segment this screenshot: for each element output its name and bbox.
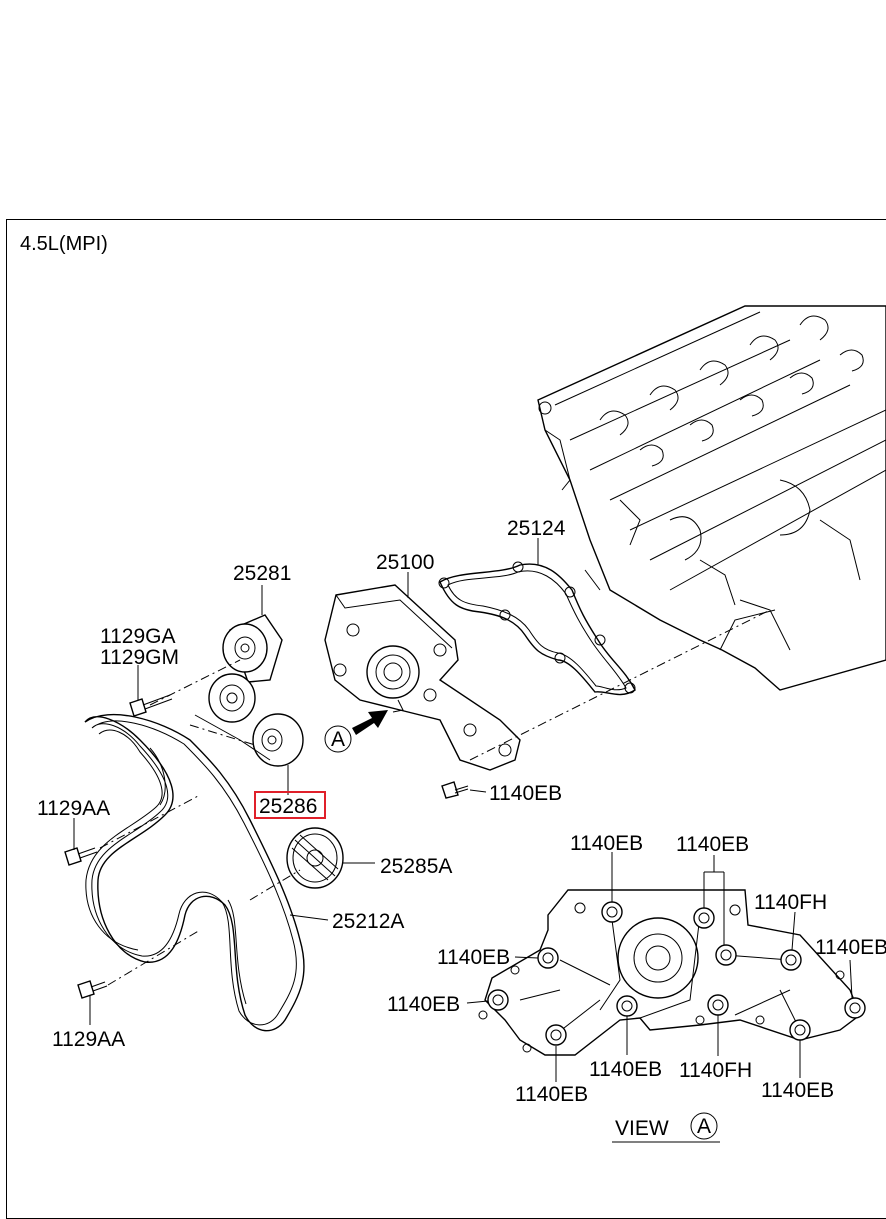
label-view-c8: 1140FH (679, 1059, 752, 1082)
leader-25212a (289, 914, 329, 921)
highlight-box-25286 (254, 791, 326, 819)
tensioner-25281 (222, 614, 283, 683)
alignment-line (469, 609, 771, 761)
gasket-25124 (438, 561, 636, 696)
label-view-c4: 1140EB (815, 936, 886, 959)
label-1129gm: 1129GM (100, 646, 179, 669)
label-25285a: 25285A (380, 855, 452, 878)
bolt-1129ga-gm (129, 694, 173, 717)
label-1129ga: 1129GA (100, 625, 176, 648)
idler-pulley-25286 (252, 713, 304, 767)
idler-pulley (208, 673, 256, 723)
view-a-arrow: A (324, 710, 388, 753)
label-view-c5: 1140EB (437, 946, 510, 969)
label-25212a: 25212A (332, 910, 404, 933)
label-view-c3: 1140FH (754, 891, 827, 914)
arrow-a-label: A (331, 728, 345, 751)
label-view-c7: 1140EB (589, 1058, 662, 1081)
label-1129aa-upper: 1129AA (37, 797, 110, 820)
label-1129aa-lower: 1129AA (52, 1028, 125, 1051)
label-view-c10: 1140EB (761, 1079, 834, 1102)
bolt-1129aa-lower (77, 980, 108, 999)
label-25100: 25100 (376, 551, 434, 574)
engine-variant-title: 4.5L(MPI) (20, 233, 108, 255)
label-view-c9: 1140EB (515, 1083, 588, 1106)
bolt-1129aa-upper (64, 847, 98, 866)
bolt-1140eb (441, 781, 487, 799)
label-25281: 25281 (233, 562, 291, 585)
bolt-axis-upper (99, 794, 201, 849)
engine-block (537, 305, 886, 691)
view-a-leaders (466, 852, 853, 1082)
bolt-axis-lower (107, 929, 201, 986)
label-25124: 25124 (507, 517, 566, 540)
label-view-c6: 1140EB (387, 993, 460, 1016)
view-a-title: VIEW A (612, 1112, 720, 1143)
view-a-housing (478, 889, 866, 1056)
label-view-c1: 1140EB (570, 832, 643, 855)
label-25286: 25286 (259, 795, 317, 818)
label-1140eb-bolt: 1140EB (489, 782, 562, 805)
tensioner-bolt-axis (149, 659, 241, 706)
idler-axis (189, 724, 256, 746)
pulley-25285a (286, 827, 344, 889)
view-title-text: VIEW (615, 1117, 669, 1140)
view-title-marker: A (697, 1115, 711, 1138)
drive-belt-25212a (84, 713, 305, 1032)
water-pump-25100 (324, 584, 521, 771)
label-view-c2: 1140EB (676, 833, 749, 856)
